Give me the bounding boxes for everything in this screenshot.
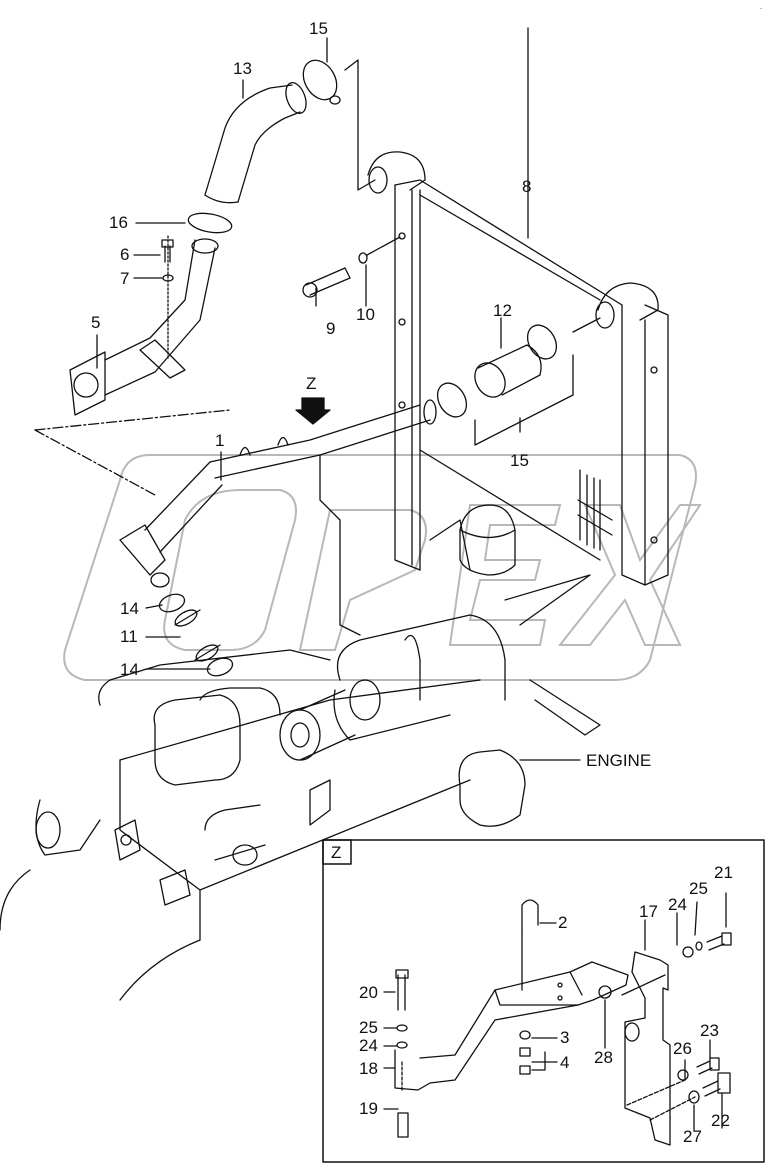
detail-bracket-18 [394,961,629,1091]
washer-25-right [695,941,703,951]
callout-28: 28 [594,1048,613,1067]
washer-24 [396,1041,408,1049]
callout-15: 15 [309,19,328,38]
washer-27 [688,1090,700,1104]
hose-13 [204,82,307,204]
detail-z-tag-box [322,839,352,865]
hose-clamp-14a [158,593,186,613]
callout-27: 27 [683,1127,702,1146]
callout-13: 13 [233,59,252,78]
callout-9: 9 [326,319,336,338]
bolt-22 [702,1072,731,1097]
pipe-5 [69,238,219,416]
callout-14-lower: 14 [120,660,139,679]
callout-8: 8 [522,177,532,196]
bolt-20 [395,969,409,1011]
callout-18: 18 [359,1059,378,1078]
callout-2: 2 [558,913,568,932]
callout-11: 11 [120,627,138,646]
pipe-1 [119,399,437,636]
bolt-21 [706,932,732,951]
hose-clamp-15a [526,324,558,360]
washer-24-right [682,946,694,958]
corner-mark: - [760,6,762,12]
callout-21: 21 [714,863,733,882]
nut-4a [519,1047,531,1057]
detail-z-frame [322,839,765,1163]
intercooler-8 [367,151,669,586]
view-z-arrow [295,397,331,425]
hose-clamp-15-top [302,59,341,105]
hose-11 [174,609,221,662]
washer-3 [519,1030,531,1040]
hose-12 [474,344,542,398]
callout-6: 6 [120,245,130,264]
bolt-6 [164,245,171,263]
washer-25 [396,1024,408,1032]
callout-26: 26 [673,1039,692,1058]
callout-4: 4 [560,1053,570,1072]
callout-23: 23 [700,1021,719,1040]
plate-17 [624,951,671,1146]
callout-25-left: 25 [359,1018,378,1037]
washer-7 [162,274,174,282]
hose-clamp-14b [206,657,234,677]
engine-label: ENGINE [586,751,652,770]
hose-clamp-15b [436,382,468,418]
detail-z-tag: Z [331,843,342,862]
callout-20: 20 [359,983,378,1002]
nut-4b [519,1065,531,1075]
callout-25-right: 25 [689,879,708,898]
bolt-6-head [161,239,174,248]
bolt-9 [302,267,351,298]
callout-17: 17 [639,902,658,921]
callout-12: 12 [493,301,512,320]
callout-10: 10 [356,305,375,324]
callout-24-right: 24 [668,895,687,914]
washer-26 [677,1069,689,1081]
bolt-23 [696,1057,720,1075]
callout-7: 7 [120,269,130,288]
view-z-label: Z [306,374,317,393]
washer-10 [358,252,368,264]
callout-5: 5 [91,313,101,332]
u-bolt-2 [521,899,539,991]
callout-1: 1 [215,431,225,450]
callout-16: 16 [109,213,128,232]
callout-15-lower: 15 [510,451,529,470]
callout-19: 19 [359,1099,378,1118]
callout-3: 3 [560,1028,570,1047]
collar-19 [397,1112,409,1138]
hose-clamp-16 [187,212,233,234]
callout-24-left: 24 [359,1036,378,1055]
callout-14-upper: 14 [120,599,139,618]
engine-assembly [0,504,601,1001]
nut-28 [598,985,612,999]
callout-22: 22 [711,1111,730,1130]
